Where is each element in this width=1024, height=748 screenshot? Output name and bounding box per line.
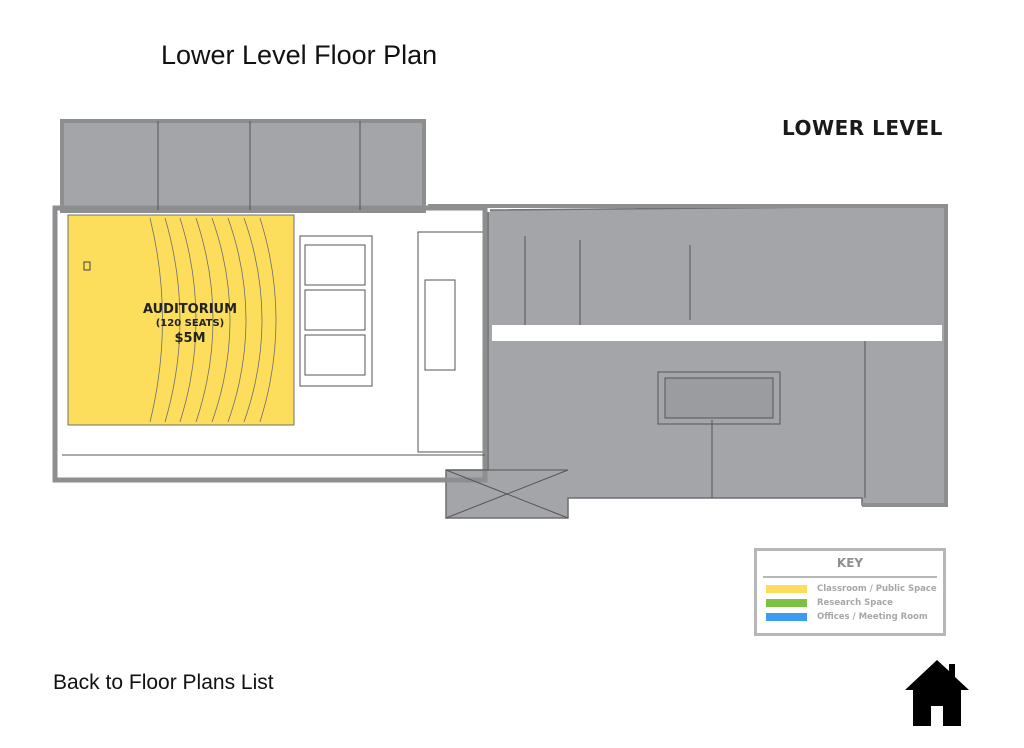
auditorium-cost: $5M [174, 330, 206, 346]
key-swatch-green [766, 599, 807, 607]
auditorium-name: AUDITORIUM [142, 302, 238, 317]
key-swatch-blue [766, 613, 807, 621]
back-to-floor-plans-link[interactable]: Back to Floor Plans List [53, 671, 274, 694]
key-title: KEY [836, 556, 864, 570]
auditorium-label: AUDITORIUM (120 SEATS) $5M [130, 302, 250, 347]
key-divider [763, 576, 937, 578]
key-item-classroom: Classroom / Public Space [766, 582, 943, 596]
key-item-offices: Offices / Meeting Room [766, 610, 943, 624]
page-title: Lower Level Floor Plan [161, 40, 438, 70]
room-auditorium [67, 214, 295, 426]
home-icon[interactable] [905, 658, 969, 728]
key-item-research: Research Space [766, 596, 943, 610]
key-label: Research Space [817, 598, 893, 608]
room-north-block [62, 120, 424, 212]
key-label: Offices / Meeting Room [817, 612, 928, 622]
map-key: KEY Classroom / Public Space Research Sp… [754, 548, 946, 636]
room-east-block [445, 205, 947, 519]
key-swatch-yellow [766, 585, 807, 593]
plan-level-heading: LOWER LEVEL [782, 116, 943, 140]
auditorium-seats: (120 SEATS) [155, 318, 225, 330]
key-label: Classroom / Public Space [817, 584, 937, 594]
